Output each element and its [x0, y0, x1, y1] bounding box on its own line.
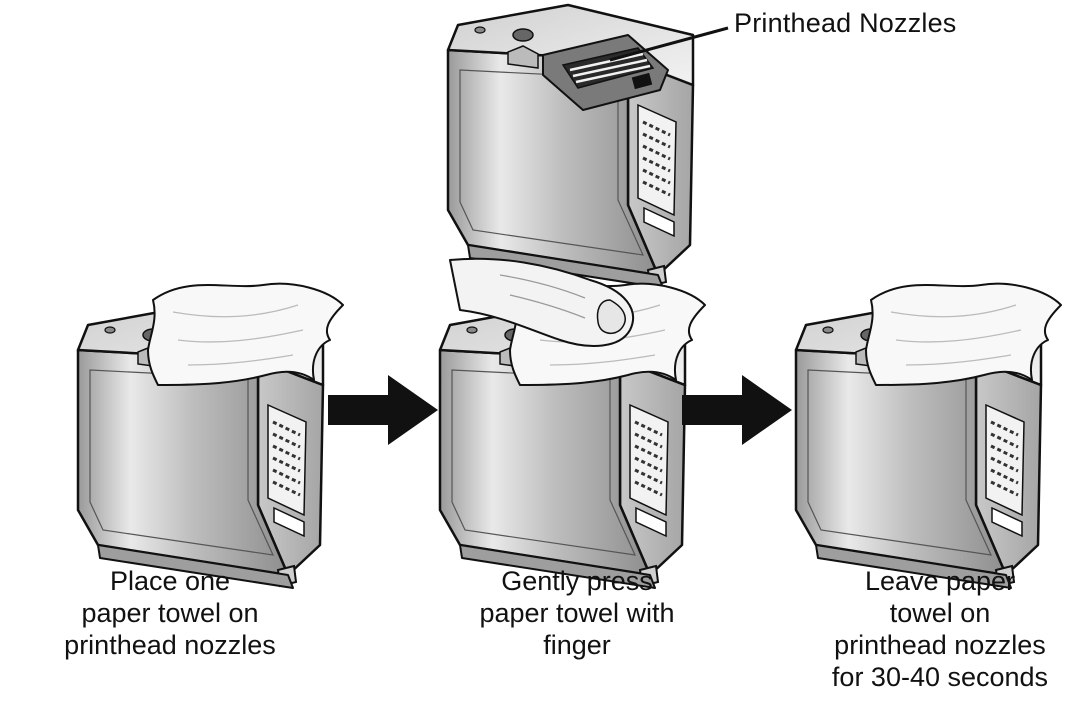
- step-1-line: Place one: [109, 566, 231, 596]
- step-2-line: Gently press: [501, 566, 653, 596]
- step-1-caption: Place one paper towel on printhead nozzl…: [10, 565, 330, 661]
- step-2-line: paper towel with: [479, 598, 675, 628]
- callout-printhead-nozzles: Printhead Nozzles: [734, 8, 957, 38]
- cartridge-step-3: [794, 282, 1062, 590]
- callout-leader-line: [609, 26, 729, 62]
- cartridge-step-2: [438, 257, 706, 590]
- step-3-line: towel on: [889, 598, 991, 628]
- arrow-step-1-to-2: [328, 375, 438, 445]
- step-3-caption: Leave paper towel on printhead nozzles f…: [780, 565, 1082, 693]
- step-2-line: finger: [543, 630, 611, 660]
- step-2-caption: Gently press paper towel with finger: [417, 565, 737, 661]
- step-1-line: printhead nozzles: [64, 630, 276, 660]
- arrow-step-2-to-3: [682, 375, 792, 445]
- step-1-line: paper towel on: [81, 598, 259, 628]
- finger-illustration: [449, 257, 635, 347]
- cartridge-step-1: [76, 282, 344, 590]
- step-3-line: for 30-40 seconds: [831, 662, 1049, 692]
- step-3-line: printhead nozzles: [834, 630, 1046, 660]
- step-3-line: Leave paper: [864, 566, 1016, 596]
